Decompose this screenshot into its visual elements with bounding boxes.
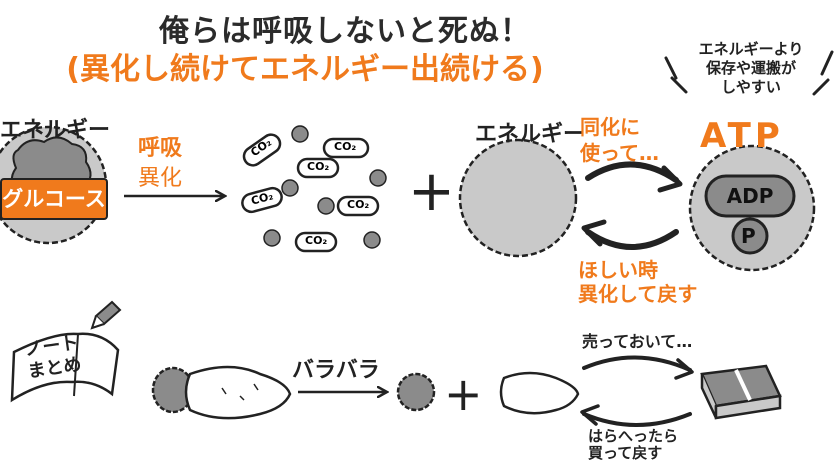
energy-label-left: エネルギー (0, 118, 111, 143)
co2-molecule-icon (322, 137, 370, 159)
atp-label: ATP (700, 116, 784, 156)
adp-label: ADP (726, 184, 774, 208)
catabolism-arrow (585, 229, 679, 250)
co2-cluster (241, 125, 387, 253)
glucose-label: グルコース (0, 178, 108, 220)
co2-label: CO₂ (334, 140, 357, 153)
notebook-icon (10, 332, 120, 403)
sell-arrow (582, 355, 692, 372)
sell-label: 売っておいて… (582, 332, 693, 351)
empty-cell (458, 138, 578, 258)
sweet-potato-icon (151, 365, 292, 420)
co2-molecule-icon (242, 133, 282, 167)
plus-sign-1: + (408, 159, 455, 224)
barabara-label: バラバラ (292, 358, 380, 383)
catabolism-label-line-1: ほしい時 (578, 258, 658, 282)
co2-label: CO₂ (347, 198, 370, 211)
catabolism-label: ほしい時 異化して戻す (578, 258, 697, 306)
buy-back-label-line-2: 買って戻す (588, 444, 663, 462)
plus-sign-2: + (444, 367, 483, 421)
atp-cell (688, 144, 816, 272)
buy-back-label: はらへったら 買って戻す (588, 428, 678, 462)
title-line-1: 俺らは呼吸しないと死ぬ！ (159, 14, 531, 49)
anabolism-label-line-1: 同化に (580, 115, 640, 139)
co2-molecule-icon (241, 186, 283, 214)
catabolism-arrow-label: 異化 (138, 166, 183, 191)
anabolism-label-line-2: 使って… (580, 141, 659, 165)
atp-note-line-3: しやすい (721, 78, 781, 96)
phosphate-label: P (741, 224, 756, 248)
buy-arrow (582, 412, 692, 427)
buy-back-label-line-1: はらへったら (588, 427, 679, 445)
co2-molecule-icon (336, 195, 380, 217)
title-line-2: (異化し続けてエネルギー出続ける) (66, 52, 544, 87)
potato-skin-piece (396, 372, 436, 412)
potato-flesh-piece (499, 371, 580, 415)
energy-label-middle: エネルギー (475, 122, 586, 147)
anabolism-label: 同化に 使って… (580, 114, 659, 166)
co2-molecule-icon (296, 157, 340, 179)
atp-note: エネルギーより 保存や運搬が しやすい (676, 40, 826, 97)
respiration-label: 呼吸 (138, 136, 183, 161)
money-bundle-icon (700, 364, 782, 420)
co2-label: CO₂ (305, 234, 328, 247)
co2-label: CO₂ (307, 160, 330, 173)
atp-note-line-2: 保存や運搬が (705, 59, 796, 77)
co2-molecule-icon (294, 231, 338, 253)
pencil-icon (90, 300, 122, 330)
catabolism-label-line-2: 異化して戻す (578, 282, 698, 306)
atp-note-line-1: エネルギーより (698, 40, 804, 58)
